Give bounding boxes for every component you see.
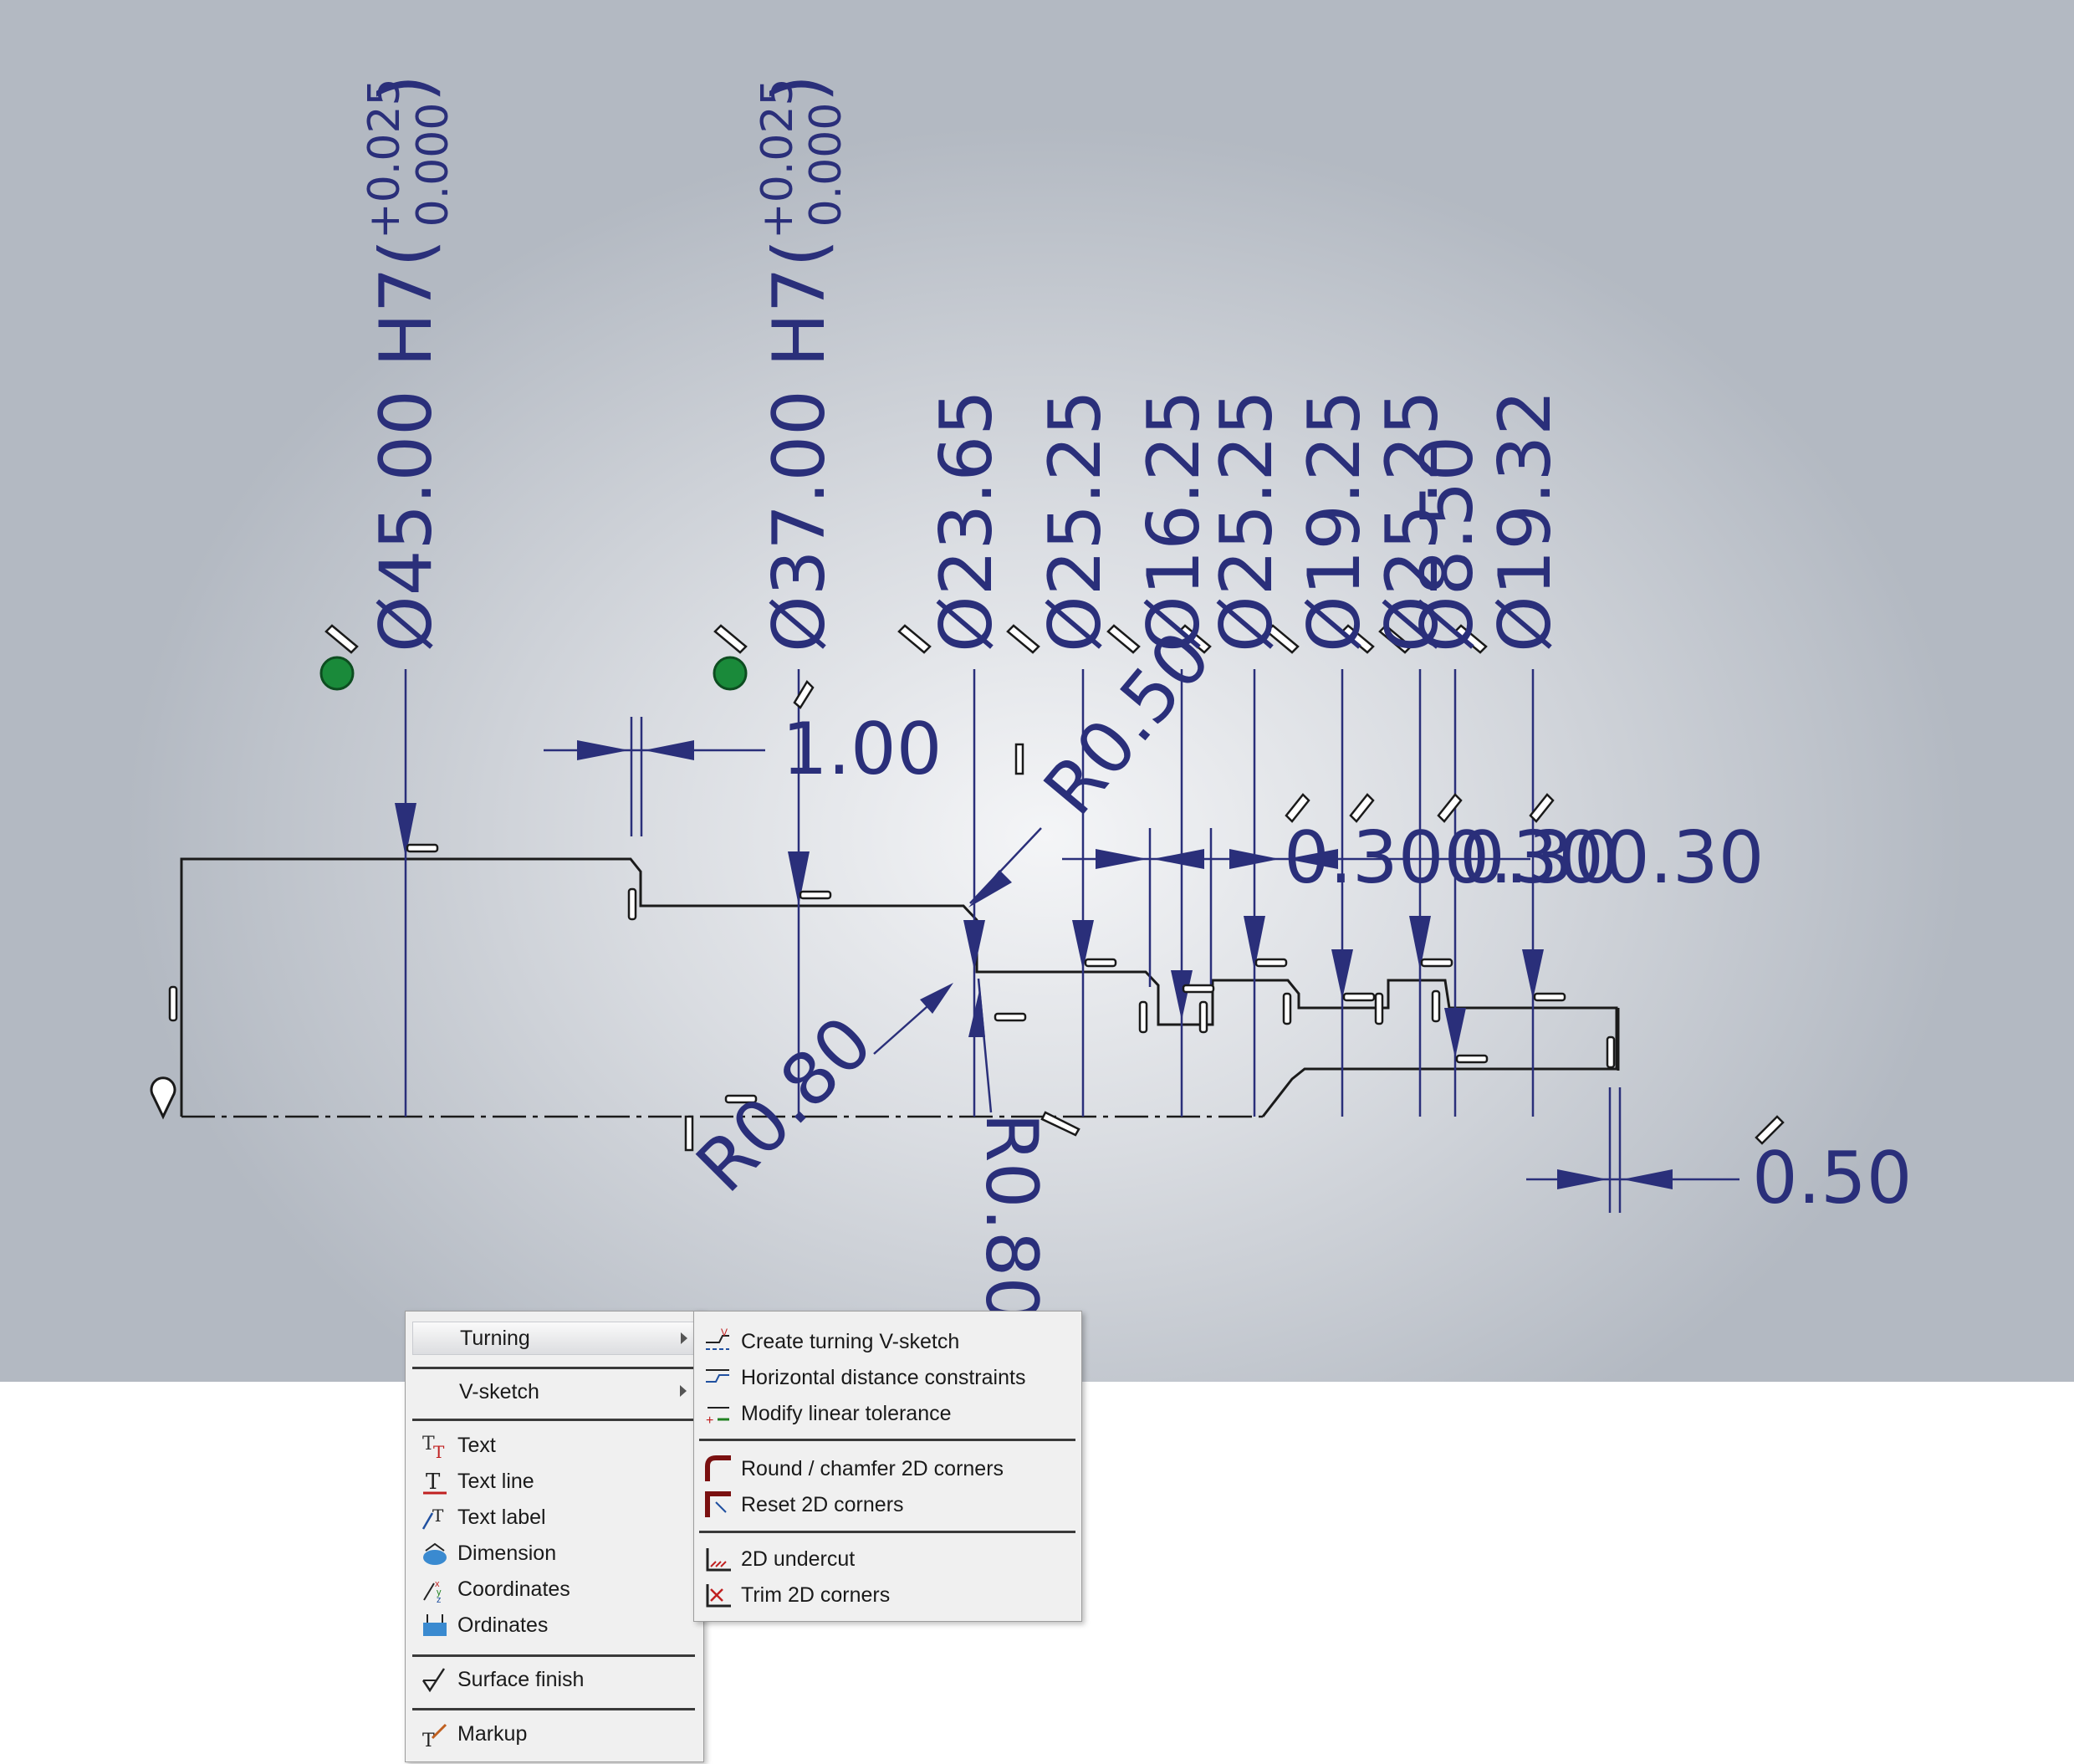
svg-text:V: V [721, 1327, 728, 1338]
constraint-markers[interactable] [168, 843, 1616, 1104]
dim-dia-19-25[interactable]: Ø19.25 [1293, 390, 1377, 652]
menu-item-text-line[interactable]: T Text line [412, 1465, 695, 1498]
dim-dia-45[interactable]: Ø45.00 H7(+0.0250.000) [360, 74, 458, 652]
submenu-arrow-icon [680, 1385, 687, 1397]
submenu-arrow-icon [681, 1332, 687, 1344]
turning-submenu: V Create turning V-sketch Horizontal dis… [693, 1311, 1082, 1622]
turning-sketch-drawing[interactable]: Ø45.00 H7(+0.0250.000) Ø37.00 H7(+0.0250… [0, 0, 2074, 1382]
reset-corners-icon [704, 1490, 733, 1519]
svg-text:T: T [422, 1434, 435, 1455]
pencil-icons[interactable] [324, 624, 1785, 1152]
linear-tolerance-icon: + [704, 1399, 733, 1428]
menu-item-markup[interactable]: T Markup [412, 1717, 695, 1752]
fixed-point-marker[interactable] [713, 656, 748, 691]
menu-item-text-label[interactable]: T Text label [412, 1501, 695, 1534]
svg-text:T: T [426, 1470, 441, 1495]
origin-pin-icon[interactable] [150, 1076, 176, 1120]
menu-item-surface-finish[interactable]: Surface finish [412, 1663, 695, 1696]
menu-separator [699, 1531, 1075, 1533]
svg-text:T: T [432, 1506, 444, 1526]
dimension-arrows [395, 740, 1673, 1189]
dim-dia-25-25-b[interactable]: Ø25.25 [1205, 390, 1289, 652]
round-chamfer-icon [704, 1455, 733, 1483]
svg-text:y: y [437, 1588, 442, 1598]
drawing-canvas[interactable]: Ø45.00 H7(+0.0250.000) Ø37.00 H7(+0.0250… [0, 0, 2074, 1382]
dim-dia-23-65[interactable]: Ø23.65 [925, 390, 1009, 652]
dim-radius-r080-b[interactable]: R0.80 [969, 1112, 1053, 1322]
undercut-icon [704, 1545, 733, 1573]
submenu-item-round-chamfer-2d-corners[interactable]: Round / chamfer 2D corners [699, 1452, 1075, 1485]
turning-vsketch-icon: V [704, 1327, 733, 1356]
dim-length-0-50[interactable]: 0.50 [1752, 1137, 1912, 1220]
dimension-icon [421, 1539, 449, 1567]
submenu-item-trim-2d-corners[interactable]: Trim 2D corners [699, 1578, 1075, 1612]
menu-item-dimension[interactable]: Dimension [412, 1536, 695, 1570]
dim-dia-19-32[interactable]: Ø19.32 [1484, 390, 1567, 652]
fixed-point-marker[interactable] [319, 656, 355, 691]
svg-text:x: x [435, 1579, 440, 1589]
dim-dia-16-25[interactable]: Ø16.25 [1132, 390, 1216, 652]
dim-radius-r080-a[interactable]: R0.80 [681, 1000, 888, 1208]
dim-dia-37[interactable]: Ø37.00 H7(+0.0250.000) [753, 74, 851, 652]
dim-length-0-30-group[interactable]: 0.300.300.30 [1284, 816, 1764, 900]
text-line-icon: T [421, 1467, 449, 1496]
svg-text:+: + [706, 1414, 713, 1428]
menu-separator [412, 1708, 695, 1710]
svg-text:z: z [437, 1595, 442, 1603]
submenu-item-horizontal-distance-constraints[interactable]: Horizontal distance constraints [699, 1361, 1075, 1394]
submenu-item-modify-linear-tolerance[interactable]: + Modify linear tolerance [699, 1397, 1075, 1430]
menu-item-v-sketch[interactable]: V-sketch [412, 1375, 695, 1409]
trim-corners-icon [704, 1581, 733, 1609]
menu-separator [412, 1367, 695, 1369]
horizontal-distance-icon [704, 1363, 733, 1392]
menu-separator [412, 1654, 695, 1657]
submenu-item-reset-2d-corners[interactable]: Reset 2D corners [699, 1488, 1075, 1521]
dim-length-1-00[interactable]: 1.00 [782, 708, 942, 791]
svg-text:T: T [422, 1731, 435, 1748]
ordinates-icon [421, 1611, 449, 1639]
dim-dia-8-50[interactable]: Ø8.50 [1406, 436, 1489, 652]
svg-text:T: T [433, 1442, 445, 1460]
menu-item-ordinates[interactable]: Ordinates [412, 1608, 695, 1642]
menu-item-turning[interactable]: Turning [412, 1322, 695, 1355]
submenu-item-create-turning-v-sketch[interactable]: V Create turning V-sketch [699, 1325, 1075, 1358]
part-profile[interactable] [180, 857, 1620, 1117]
text-label-icon: T [421, 1503, 449, 1531]
dim-length-0-30-end[interactable]: 0.30 [1459, 816, 1619, 900]
markup-icon: T [421, 1720, 449, 1751]
dim-dia-25-25-c[interactable]: Ø25.25 [1371, 390, 1454, 652]
menu-separator [412, 1419, 695, 1421]
dim-dia-25-25-a[interactable]: Ø25.25 [1034, 390, 1117, 652]
submenu-item-2d-undercut[interactable]: 2D undercut [699, 1542, 1075, 1576]
menu-separator [699, 1439, 1075, 1441]
surface-finish-icon [421, 1665, 449, 1694]
